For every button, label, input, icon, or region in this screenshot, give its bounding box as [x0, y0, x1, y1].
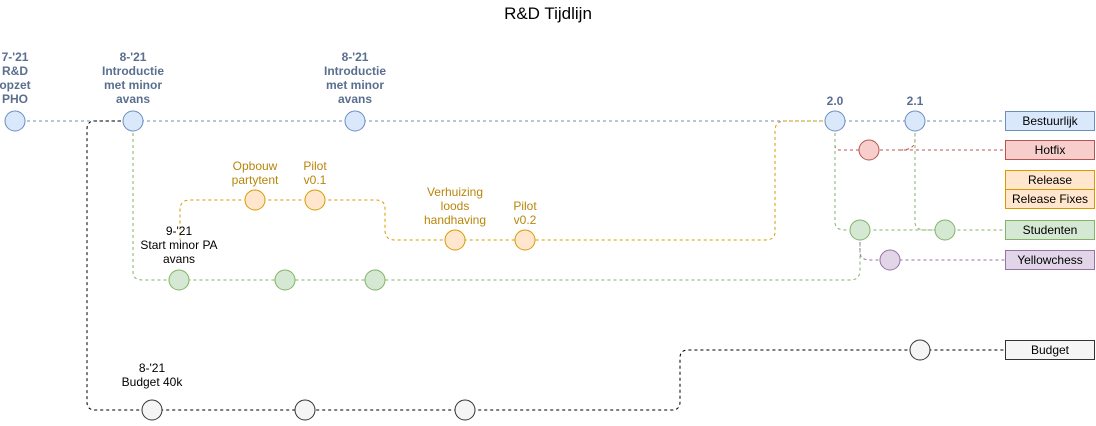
release-line: [179, 120, 835, 241]
node-hotfix[interactable]: [858, 139, 880, 161]
node-green-2[interactable]: [274, 269, 296, 291]
node-8-21-b[interactable]: [344, 110, 366, 132]
studenten-line: [132, 121, 1005, 281]
node-2-0[interactable]: [824, 110, 846, 132]
label-version-2-0: 2.0: [826, 94, 844, 108]
legend-hotfix: Hotfix: [1005, 140, 1095, 160]
node-opbouw[interactable]: [244, 189, 266, 211]
yellowchess-line: [859, 230, 1005, 261]
node-7-21[interactable]: [4, 110, 26, 132]
legend-release: Release: [1005, 170, 1095, 190]
node-green-4[interactable]: [849, 219, 871, 241]
legend-yellowchess: Yellowchess: [1005, 250, 1095, 270]
node-verhuizing[interactable]: [444, 229, 466, 251]
node-green-3[interactable]: [364, 269, 386, 291]
diagram-title: R&D Tijdlijn: [504, 4, 592, 23]
node-pilot-01[interactable]: [304, 189, 326, 211]
node-budget-4[interactable]: [909, 339, 931, 361]
node-green-5[interactable]: [934, 219, 956, 241]
node-pilot-02[interactable]: [514, 229, 536, 251]
node-yellowchess[interactable]: [879, 249, 901, 271]
label-version-2-1: 2.1: [906, 94, 924, 108]
legend-budget: Budget: [1005, 340, 1095, 360]
node-budget-3[interactable]: [454, 399, 476, 421]
node-budget-40k[interactable]: [141, 399, 163, 421]
legend-release-fixes: Release Fixes: [1005, 189, 1095, 209]
node-8-21-a[interactable]: [122, 110, 144, 132]
budget-line: [86, 120, 1005, 411]
node-budget-2[interactable]: [294, 399, 316, 421]
legend-studenten: Studenten: [1005, 220, 1095, 240]
node-2-1[interactable]: [904, 110, 926, 132]
legend-bestuurlijk: Bestuurlijk: [1005, 111, 1095, 131]
node-start-minor[interactable]: [168, 269, 190, 291]
